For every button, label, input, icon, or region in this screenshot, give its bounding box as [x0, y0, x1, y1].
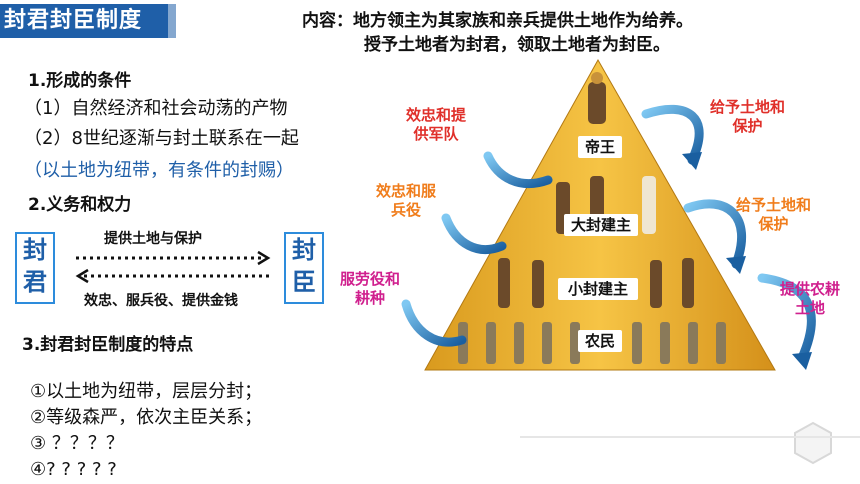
left-label-3: 服劳役和 耕种	[340, 270, 400, 308]
top-arrow-label: 提供土地与保护	[104, 231, 202, 247]
condition-item-1: （1）自然经济和社会动荡的产物	[24, 98, 288, 119]
right-arrow-1-icon	[641, 104, 704, 165]
left-arrow-3-icon	[401, 299, 467, 347]
left-label-2: 效忠和服 兵役	[376, 182, 436, 220]
feature-item-3: ③ ？？？？	[30, 433, 124, 454]
left-label-1: 效忠和提 供军队	[406, 106, 466, 144]
left-arrow-2-icon	[441, 213, 507, 254]
pyramid-diagram: 帝王 大封建主 小封建主 农民 效忠和提 供军队 效忠和服 兵役 服劳役和 耕种…	[340, 58, 860, 424]
section-2-heading: 2.义务和权力	[28, 195, 132, 215]
duty-arrows	[75, 250, 271, 284]
section-1-heading: 1.形成的条件	[28, 71, 132, 91]
right-label-1-text: 给予土地和 保护	[710, 98, 786, 135]
right-label-1: 给予土地和 保护	[710, 98, 785, 136]
lord-box: 封 君	[15, 232, 55, 304]
lord-figure-icon	[498, 258, 510, 308]
feature-item-4: ④? ? ? ? ?	[30, 459, 117, 480]
king-head-icon	[591, 72, 603, 84]
peasant-row-icon	[458, 322, 726, 364]
right-label-3: 提供农耕 土地	[780, 280, 840, 318]
lord-figure-icon	[532, 260, 544, 308]
left-arrow-1-icon	[483, 151, 553, 189]
right-arrow-3-head-icon	[792, 352, 812, 370]
vassal-box: 封 臣	[284, 232, 324, 304]
section-3-heading: 3.封君封臣制度的特点	[22, 335, 194, 355]
right-arrow-3-icon	[757, 273, 816, 363]
content-line-1: 内容：地方领主为其家族和亲兵提供土地作为给养。	[302, 11, 693, 31]
tier-label-emperor: 帝王	[578, 136, 622, 158]
condition-item-2: （2）8世纪逐渐与封土联系在一起	[24, 128, 299, 149]
right-arrow-2-icon	[683, 199, 746, 269]
right-arrow-2-head-icon	[726, 256, 746, 274]
vassal-char-1: 封	[292, 236, 316, 264]
feature-item-1: ①以土地为纽带，层层分封；	[30, 381, 263, 402]
right-label-2-text: 给予土地和 保护	[736, 196, 812, 233]
footer-divider	[520, 436, 860, 438]
lord-figure-icon	[650, 260, 662, 308]
right-arrow-1-head-icon	[682, 152, 702, 170]
hexagon-decoration-icon	[794, 421, 832, 465]
right-label-3-text: 提供农耕 土地	[780, 280, 841, 317]
lord-char-2: 君	[23, 268, 47, 296]
content-line-2: 授予土地者为封君，领取土地者为封臣。	[364, 35, 670, 55]
tier-label-peasants: 农民	[578, 330, 622, 352]
lord-figure-icon	[682, 258, 694, 308]
feature-item-2: ②等级森严，依次主臣关系；	[30, 407, 263, 428]
title-accent-bar	[168, 4, 176, 38]
right-label-2: 给予土地和 保护	[736, 196, 811, 234]
left-label-3-text: 服劳役和 耕种	[340, 270, 401, 307]
vassal-char-2: 臣	[292, 268, 316, 296]
right-arrow-head-icon	[257, 250, 271, 266]
left-label-1-text: 效忠和提 供军队	[406, 106, 467, 143]
king-figure-icon	[588, 82, 606, 124]
left-label-2-text: 效忠和服 兵役	[376, 182, 437, 219]
bottom-arrow-label: 效忠、服兵役、提供金钱	[84, 293, 238, 309]
slide-title: 封君封臣制度	[0, 4, 168, 38]
condition-item-3: （以土地为纽带，有条件的封赐）	[24, 160, 294, 181]
tier-label-great-lords: 大封建主	[564, 214, 638, 236]
left-arrow-head-icon	[75, 268, 89, 284]
lord-char-1: 封	[23, 236, 47, 264]
tier-label-lesser-lords: 小封建主	[558, 278, 638, 300]
bishop-figure-icon	[642, 176, 656, 234]
